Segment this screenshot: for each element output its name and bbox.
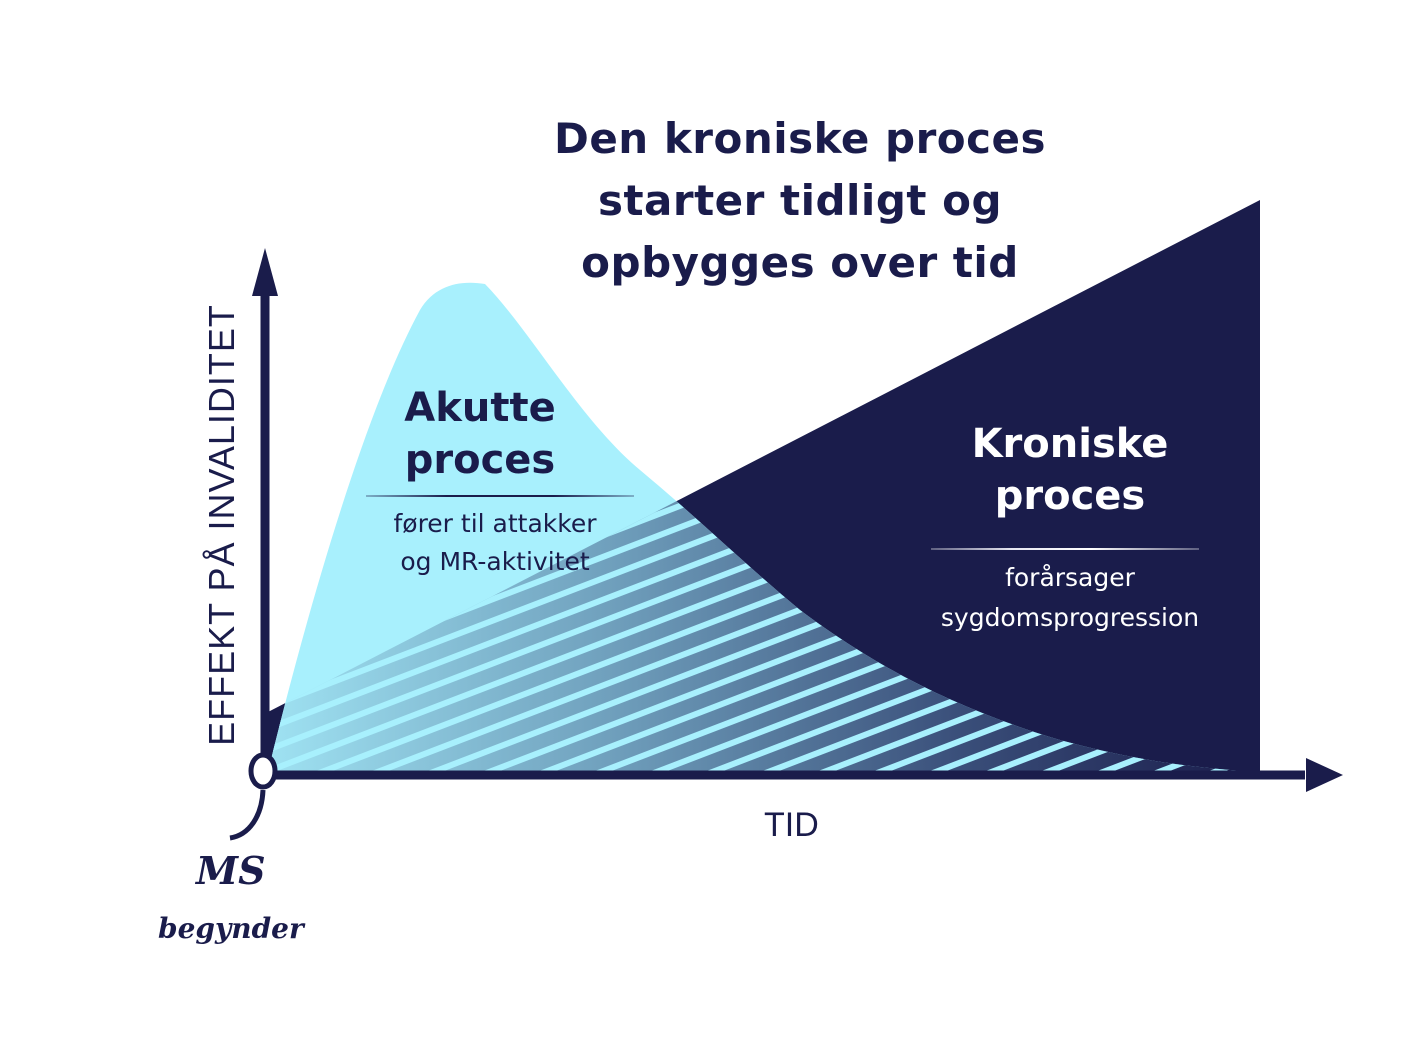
origin-marker: [248, 752, 278, 790]
acute-process-description: fører til attakker og MR-aktivitet: [340, 505, 650, 581]
y-axis-label: EFFEKT PÅ INVALIDITET: [201, 304, 242, 746]
title-line-1: Den kroniske proces: [553, 114, 1047, 163]
chart-title: Den kroniske proces starter tidligt og o…: [520, 108, 1080, 294]
chronic-title-line-1: Kroniske: [971, 421, 1169, 467]
ms-start-label: MS: [196, 848, 266, 893]
acute-process-title: Akutte proces: [360, 382, 600, 486]
chronic-desc-line-1: forårsager: [1005, 563, 1135, 592]
acute-divider: [366, 495, 634, 497]
acute-desc-line-1: fører til attakker: [393, 509, 597, 538]
acute-title-line-2: proces: [404, 437, 556, 483]
chronic-title-line-2: proces: [994, 473, 1146, 519]
title-line-3: opbygges over tid: [581, 238, 1019, 287]
acute-desc-line-2: og MR-aktivitet: [400, 547, 590, 576]
chronic-process-description: forårsager sygdomsprogression: [880, 558, 1260, 638]
chronic-desc-line-2: sygdomsprogression: [940, 603, 1200, 632]
chronic-divider: [931, 548, 1199, 550]
origin-connector: [229, 789, 266, 841]
y-axis-arrow-icon: [252, 248, 278, 296]
x-axis-arrow-icon: [1306, 758, 1343, 792]
acute-title-line-1: Akutte: [404, 385, 556, 431]
title-line-2: starter tidligt og: [597, 176, 1003, 225]
x-axis-label: TID: [764, 806, 819, 844]
ms-start-sublabel: begynder: [158, 912, 304, 945]
chronic-process-title: Kroniske proces: [930, 418, 1210, 522]
